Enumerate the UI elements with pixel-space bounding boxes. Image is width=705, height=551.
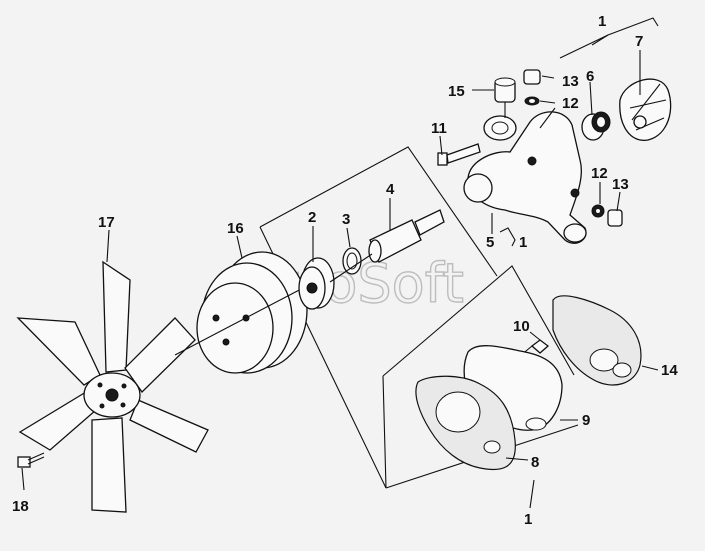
bolt-part-11 xyxy=(437,143,481,166)
callout-6: 6 xyxy=(586,68,594,85)
callout-9: 9 xyxy=(582,412,590,429)
pulley-part xyxy=(174,251,308,374)
callout-8: 8 xyxy=(531,454,539,471)
callout-labels: 1 7 13 6 15 12 11 12 13 4 3 2 16 17 5 1 … xyxy=(12,13,678,528)
callout-13-mid: 13 xyxy=(612,176,629,193)
callout-13-top: 13 xyxy=(562,73,579,90)
callout-18: 18 xyxy=(12,498,29,515)
callout-3: 3 xyxy=(342,211,350,228)
callout-7: 7 xyxy=(635,33,643,50)
gasket-part-8 xyxy=(415,375,516,471)
pump-housing-part xyxy=(463,107,587,244)
callout-11: 11 xyxy=(431,120,447,137)
fan-part xyxy=(16,260,209,513)
impeller-part xyxy=(619,78,672,141)
callout-5: 5 xyxy=(486,234,494,251)
seal-part xyxy=(342,247,362,275)
gasket-part-14 xyxy=(552,295,642,386)
callout-1-mid: 1 xyxy=(519,234,527,251)
callout-17: 17 xyxy=(98,214,115,231)
plug-part xyxy=(494,77,516,118)
callout-1-top: 1 xyxy=(598,13,606,30)
callout-12-top: 12 xyxy=(562,95,579,112)
callout-12-mid: 12 xyxy=(591,165,608,182)
callout-15: 15 xyxy=(448,83,465,100)
hub-part xyxy=(298,257,335,310)
callout-2: 2 xyxy=(308,209,316,226)
seal-part-6 xyxy=(581,111,611,141)
plug-part-13-mid xyxy=(591,204,623,227)
callout-4: 4 xyxy=(386,181,395,198)
bolt-part-18 xyxy=(17,452,45,468)
callout-14: 14 xyxy=(661,362,678,379)
leader-lines xyxy=(21,17,659,509)
shaft-part xyxy=(329,209,445,283)
callout-1-bottom: 1 xyxy=(524,511,532,528)
callout-16: 16 xyxy=(227,220,244,237)
plug-part-13-top xyxy=(523,69,541,106)
callout-10: 10 xyxy=(513,318,530,335)
